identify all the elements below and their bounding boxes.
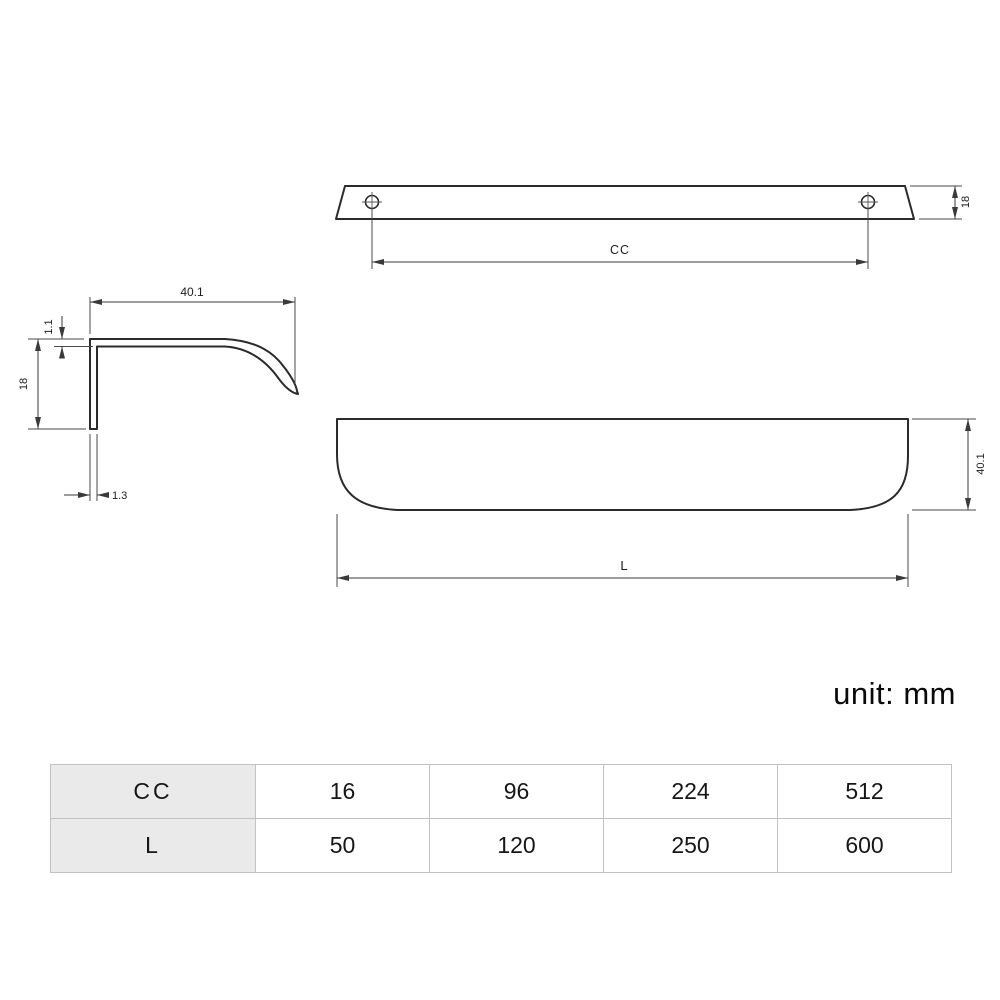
- front-l-dimension-label: L: [620, 558, 627, 573]
- side-11-dimension-label: 1.1: [43, 319, 55, 334]
- unit-note: unit: mm: [833, 676, 956, 711]
- side-13-dimension-label: 1.3: [112, 490, 127, 502]
- size-table: CC 16 96 224 512 L 50 120 250 600: [50, 764, 952, 873]
- row-header-l: L: [50, 818, 256, 873]
- top-view: CC 18: [335, 185, 972, 269]
- row-header-cc: CC: [50, 764, 256, 819]
- table-row: L 50 120 250 600: [50, 818, 952, 873]
- side-18-dimension-label: 18: [18, 378, 30, 390]
- cc-value-cell: 16: [255, 764, 430, 819]
- side-profile-view: 40.1 1.1 18 1.3: [18, 285, 299, 502]
- cc-value-cell: 224: [603, 764, 778, 819]
- technical-drawing: CC 18 40.1 1.1 18 1.3: [18, 185, 987, 587]
- top-view-bar-outline: [335, 185, 915, 220]
- cc-value-cell: 512: [777, 764, 952, 819]
- front-view-outline: [336, 418, 909, 511]
- top-18-dimension-label: 18: [960, 196, 972, 208]
- front-401-dimension-label: 40.1: [975, 453, 987, 474]
- cc-value-cell: 96: [429, 764, 604, 819]
- l-value-cell: 600: [777, 818, 952, 873]
- front-view: 40.1 L: [336, 418, 987, 587]
- l-value-cell: 50: [255, 818, 430, 873]
- l-value-cell: 120: [429, 818, 604, 873]
- cc-dimension-label: CC: [610, 243, 630, 257]
- side-401-dimension-label: 40.1: [180, 285, 204, 299]
- l-value-cell: 250: [603, 818, 778, 873]
- side-profile-outline: [89, 338, 299, 430]
- table-row: CC 16 96 224 512: [50, 764, 952, 819]
